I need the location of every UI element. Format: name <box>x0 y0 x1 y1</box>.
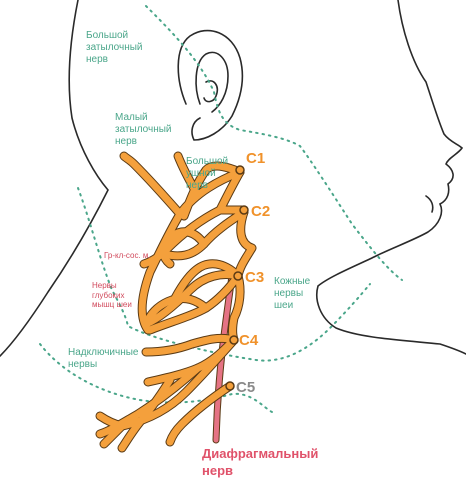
label-phrenic-nerve: Диафрагмальный нерв <box>202 446 318 480</box>
occipital-branch-a <box>124 156 180 214</box>
c1-root <box>236 166 244 174</box>
ear-inner <box>196 52 228 112</box>
label-deep-neck-muscle-nerves: Нервы глубоких мышц шеи <box>92 281 132 310</box>
segment-c4: C4 <box>239 332 258 350</box>
c4-root <box>230 336 238 344</box>
label-sternocleidomastoid: Гр-кл-сос. м. <box>104 251 151 261</box>
label-great-auricular-nerve: Большой ушной нерв <box>186 156 228 192</box>
label-supraclavicular-nerves: Надключичные нервы <box>68 347 139 371</box>
label-lesser-occipital-nerve: Малый затылочный нерв <box>115 112 172 148</box>
segment-c2: C2 <box>251 203 270 221</box>
c5-root <box>226 382 234 390</box>
label-greater-occipital-nerve: Большой затылочный нерв <box>86 30 143 66</box>
chin-detail <box>426 196 433 212</box>
c3-root <box>234 272 242 280</box>
segment-c1: C1 <box>246 150 265 168</box>
segment-c3: C3 <box>245 269 264 287</box>
segment-c5: C5 <box>236 379 255 397</box>
ear-outer <box>178 31 242 140</box>
c2-root <box>240 206 248 214</box>
label-cutaneous-neck-nerves: Кожные нервы шеи <box>274 276 310 312</box>
face-profile-outline <box>317 0 466 354</box>
